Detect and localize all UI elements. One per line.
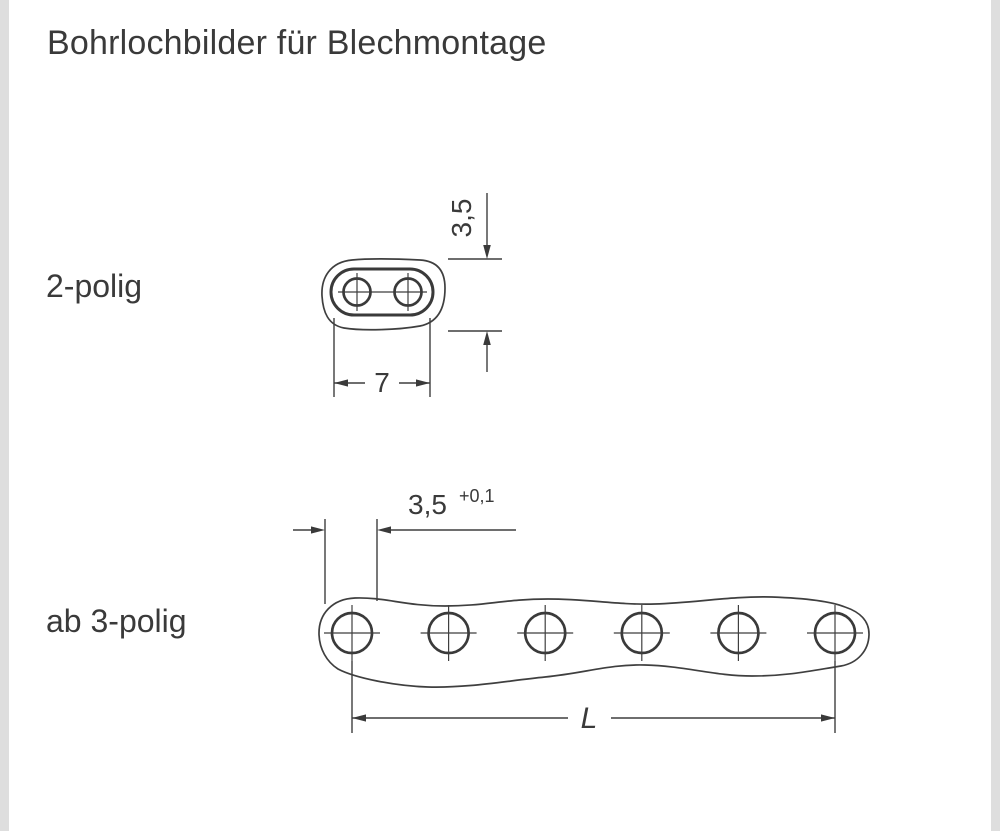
arrow-down-icon: [483, 245, 491, 259]
dim-width-value: 7: [374, 367, 390, 398]
label-two-pole: 2-polig: [46, 268, 143, 304]
arrow-left-icon: [377, 526, 391, 534]
arrow-right-icon: [416, 379, 430, 387]
arrow-right-icon: [821, 714, 835, 722]
dimension-height: 3,5: [446, 193, 502, 372]
page-title: Bohrlochbilder für Blechmontage: [47, 24, 547, 62]
dim-pitch-value: 3,5: [408, 489, 447, 520]
dimension-pitch: 3,5 +0,1: [293, 486, 516, 604]
dim-pitch-tolerance: +0,1: [459, 486, 495, 506]
two-pole-slot: [329, 267, 435, 317]
arrow-right-icon: [311, 526, 325, 534]
arrow-left-icon: [352, 714, 366, 722]
right-edge-strip: [991, 0, 1000, 831]
dim-length-value: L: [581, 702, 598, 735]
arrow-left-icon: [334, 379, 348, 387]
two-pole-outer-contour: [321, 257, 446, 331]
dim-height-value: 3,5: [446, 199, 477, 238]
label-multi-pole: ab 3-polig: [46, 603, 187, 639]
arrow-up-icon: [483, 331, 491, 345]
dimension-width: 7: [333, 318, 431, 398]
multi-pole-hole-pattern: 3,5 +0,1 L: [293, 486, 870, 735]
hole-row: [324, 605, 863, 661]
dimension-length: L: [351, 661, 836, 735]
left-edge-strip: [0, 0, 9, 831]
two-pole-hole-pattern: 3,5 7: [321, 193, 502, 398]
multi-pole-outer-contour: [318, 596, 870, 688]
